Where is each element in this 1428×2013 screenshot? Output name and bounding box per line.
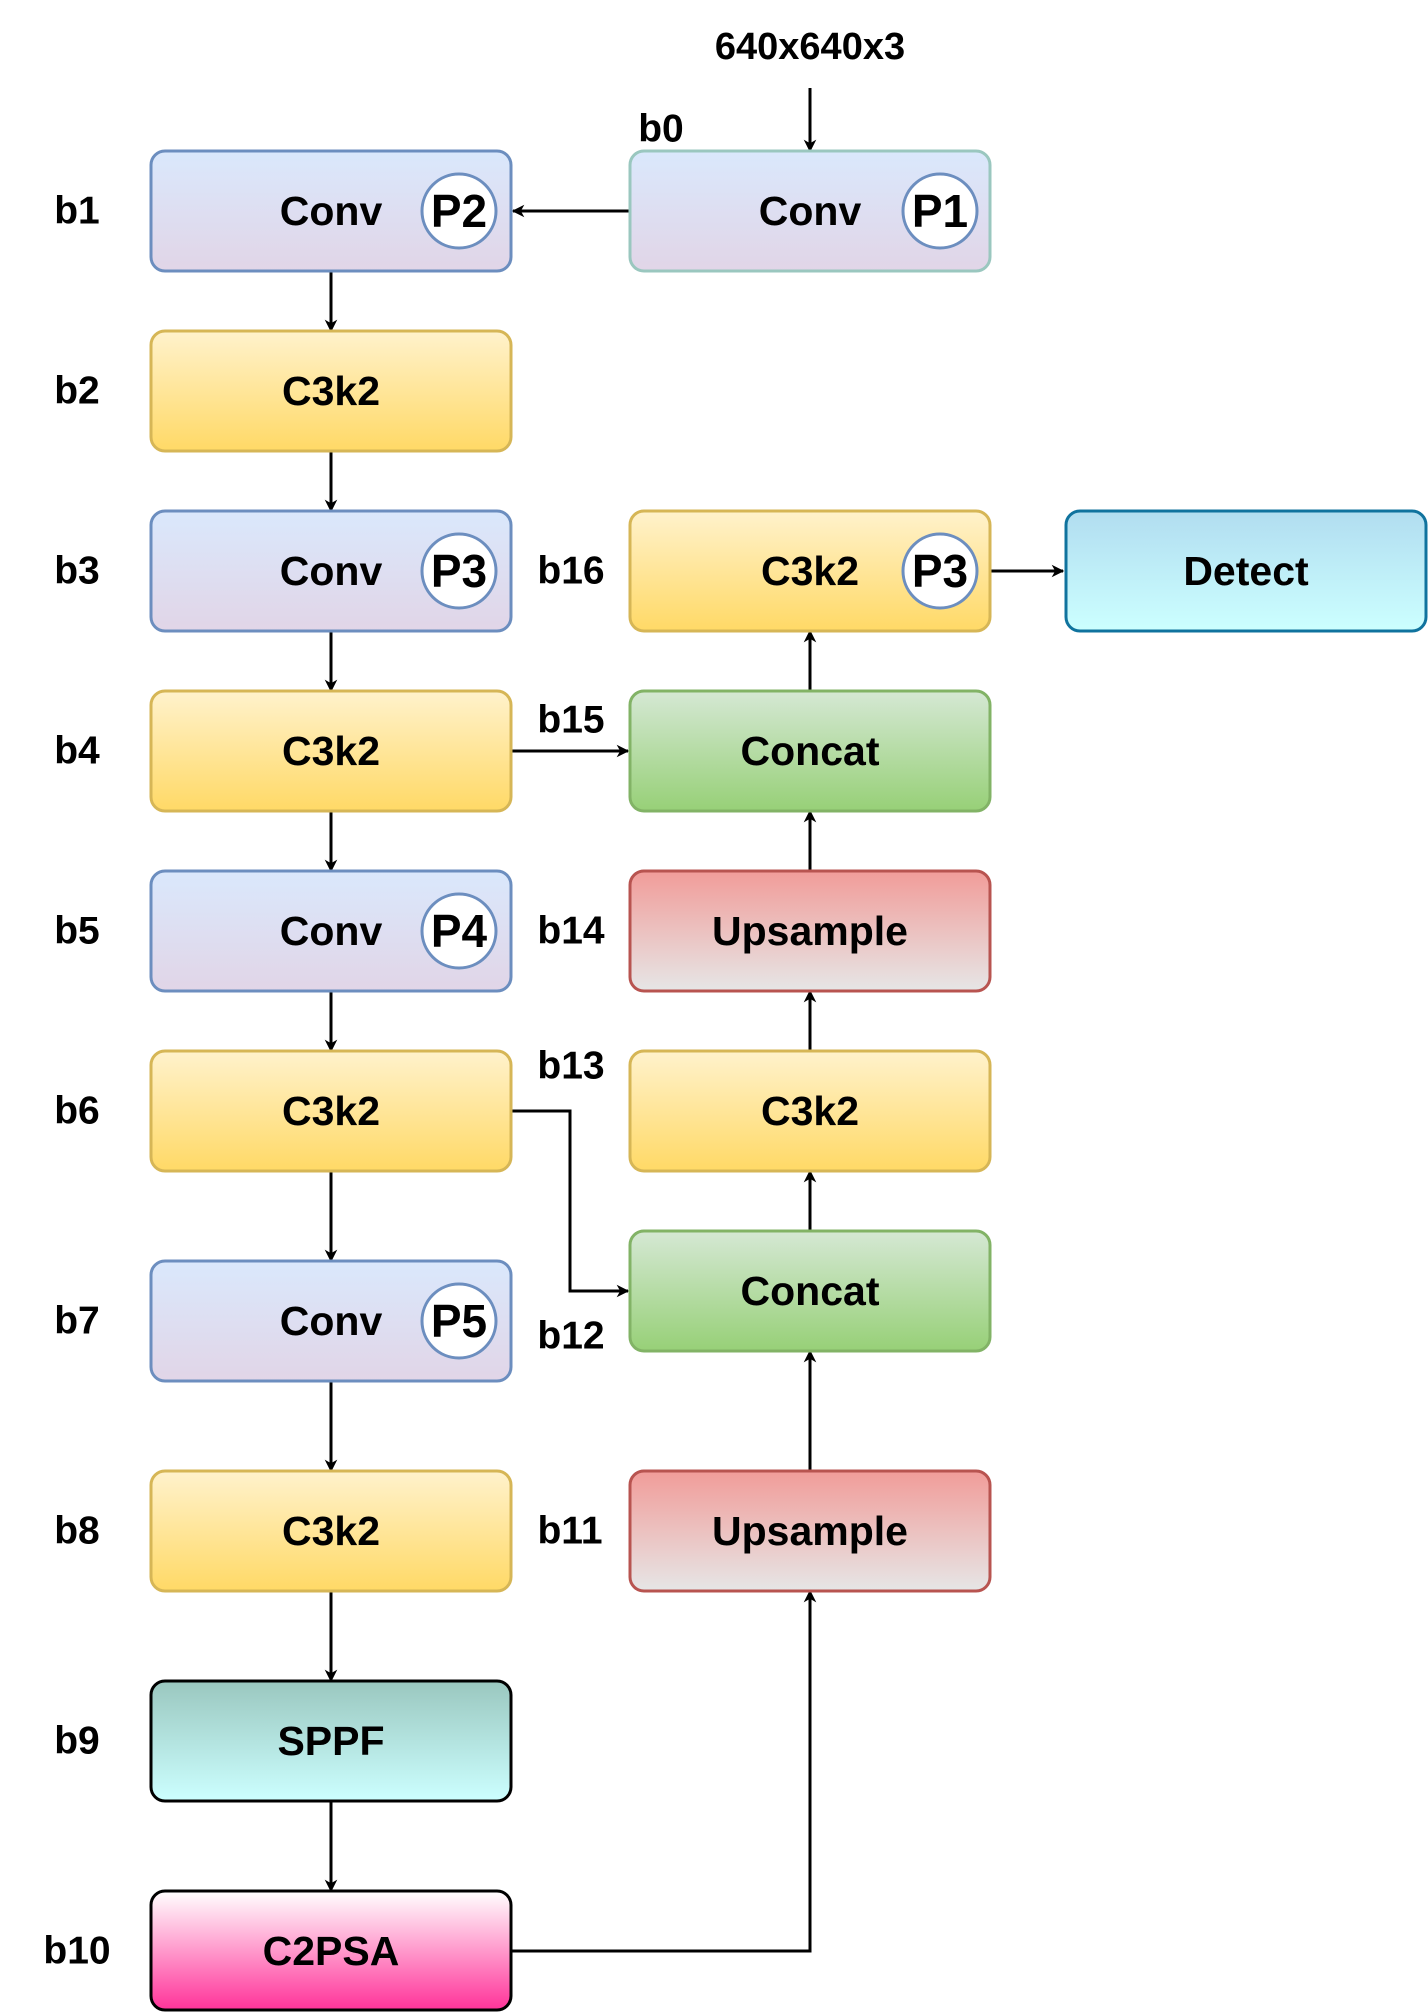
block-b16-badge xyxy=(901,532,979,610)
block-b6-box xyxy=(149,1049,513,1173)
block-b5-box xyxy=(149,869,513,993)
block-b5-label: Conv xyxy=(280,908,383,954)
block-b9-label: SPPF xyxy=(277,1718,384,1764)
block-b7-label: Conv xyxy=(280,1298,383,1344)
block-b6-id: b6 xyxy=(54,1090,100,1133)
block-b13-label: C3k2 xyxy=(761,1088,859,1134)
block-b4-label: C3k2 xyxy=(282,728,380,774)
block-b13-box xyxy=(628,1049,992,1173)
block-b16-label: C3k2 xyxy=(761,548,859,594)
block-b7-badge-label: P5 xyxy=(431,1295,487,1347)
block-b1-badge-label: P2 xyxy=(431,185,487,237)
block-b15-id: b15 xyxy=(537,699,604,742)
block-b11: Upsample xyxy=(628,1469,992,1593)
block-b3-id: b3 xyxy=(54,550,100,593)
block-b0-label: Conv xyxy=(759,188,862,234)
block-b4-box xyxy=(149,689,513,813)
block-b1-badge xyxy=(420,172,498,250)
block-b7-box xyxy=(149,1259,513,1383)
edges xyxy=(324,88,1065,1953)
block-b13-id: b13 xyxy=(537,1045,604,1088)
block-b3-label: Conv xyxy=(280,548,383,594)
block-b3: Conv P3 xyxy=(149,509,513,633)
block-b0-badge-label: P1 xyxy=(912,185,968,237)
block-b2-box xyxy=(149,329,513,453)
block-detect-label: Detect xyxy=(1183,548,1309,594)
block-b15-box xyxy=(628,689,992,813)
block-b9-id: b9 xyxy=(54,1720,100,1763)
block-b12: Concat xyxy=(628,1229,992,1353)
block-b12-label: Concat xyxy=(741,1268,880,1314)
block-b0-box xyxy=(628,149,992,273)
block-detect-box xyxy=(1064,509,1428,633)
block-b13: C3k2 xyxy=(628,1049,992,1173)
block-b12-box xyxy=(628,1229,992,1353)
block-b1-label: Conv xyxy=(280,188,383,234)
block-b9-box xyxy=(149,1679,513,1803)
block-b0-id: b0 xyxy=(638,108,684,151)
block-b10-label: C2PSA xyxy=(263,1928,400,1974)
block-b16: C3k2 P3 xyxy=(628,509,992,633)
block-b14: Upsample xyxy=(628,869,992,993)
block-b2-label: C3k2 xyxy=(282,368,380,414)
block-b2: C3k2 xyxy=(149,329,513,453)
block-b11-id: b11 xyxy=(537,1510,602,1553)
block-b1: Conv P2 xyxy=(149,149,513,273)
block-b1-id: b1 xyxy=(54,190,100,233)
block-b0-badge xyxy=(901,172,979,250)
block-b4-id: b4 xyxy=(54,730,100,773)
block-detect: Detect xyxy=(1064,509,1428,633)
block-b15: Concat xyxy=(628,689,992,813)
input-shape-label: 640x640x3 xyxy=(715,26,905,68)
block-b6: C3k2 xyxy=(149,1049,513,1173)
block-b7-id: b7 xyxy=(54,1300,100,1343)
block-b5: Conv P4 xyxy=(149,869,513,993)
block-b1-box xyxy=(149,149,513,273)
block-b5-id: b5 xyxy=(54,910,100,953)
block-b6-label: C3k2 xyxy=(282,1088,380,1134)
block-b8-box xyxy=(149,1469,513,1593)
block-b14-id: b14 xyxy=(537,910,605,953)
block-b2-id: b2 xyxy=(54,370,100,413)
block-b16-box xyxy=(628,509,992,633)
block-b15-label: Concat xyxy=(741,728,880,774)
edge-b6-to-b12 xyxy=(511,1109,630,1298)
block-b8-id: b8 xyxy=(54,1510,100,1553)
block-b12-id: b12 xyxy=(537,1315,604,1358)
block-b14-label: Upsample xyxy=(712,908,908,954)
block-b3-badge xyxy=(420,532,498,610)
block-b3-badge-label: P3 xyxy=(431,545,487,597)
block-b7-badge xyxy=(420,1282,498,1360)
edge-b10-to-b11 xyxy=(511,1589,817,1953)
block-b8-label: C3k2 xyxy=(282,1508,380,1554)
block-b8: C3k2 xyxy=(149,1469,513,1593)
block-b10: C2PSA xyxy=(149,1889,513,2012)
block-b7: Conv P5 xyxy=(149,1259,513,1383)
block-b16-id: b16 xyxy=(537,550,604,593)
block-b9: SPPF xyxy=(149,1679,513,1803)
block-b3-box xyxy=(149,509,513,633)
block-b10-box xyxy=(149,1889,513,2012)
block-b11-box xyxy=(628,1469,992,1593)
block-b11-label: Upsample xyxy=(712,1508,908,1554)
block-b16-badge-label: P3 xyxy=(912,545,968,597)
block-b10-id: b10 xyxy=(43,1930,110,1973)
block-b5-badge-label: P4 xyxy=(431,905,488,957)
block-b5-badge xyxy=(420,892,498,970)
block-b14-box xyxy=(628,869,992,993)
block-b4: C3k2 xyxy=(149,689,513,813)
block-b0: Conv P1 xyxy=(628,149,992,273)
